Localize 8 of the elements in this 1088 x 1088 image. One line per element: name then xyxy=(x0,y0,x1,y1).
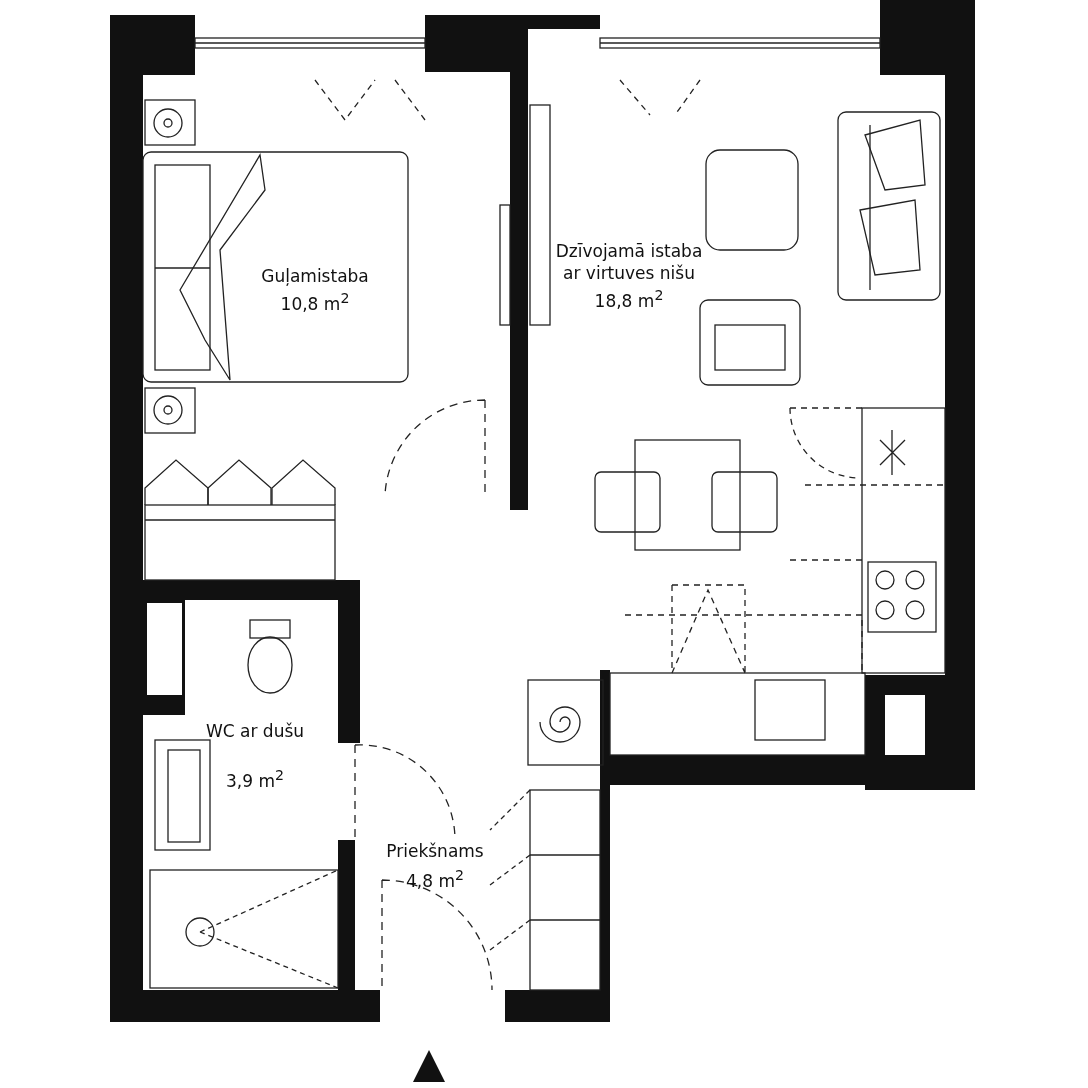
room-area: 4,8 m$^{2}$ xyxy=(360,864,510,892)
room-name: WC ar dušu xyxy=(204,720,306,742)
room-area: 10,8 m$^{2}$ xyxy=(225,287,405,315)
room-name: Guļamistaba xyxy=(260,265,370,287)
room-area: 3,9 m$^{2}$ xyxy=(200,764,310,792)
room-name: Priekšnams xyxy=(385,840,485,862)
room-area: 18,8 m$^{2}$ xyxy=(554,284,704,312)
room-name: Dzīvojamā istaba ar virtuves nišu xyxy=(554,240,704,284)
